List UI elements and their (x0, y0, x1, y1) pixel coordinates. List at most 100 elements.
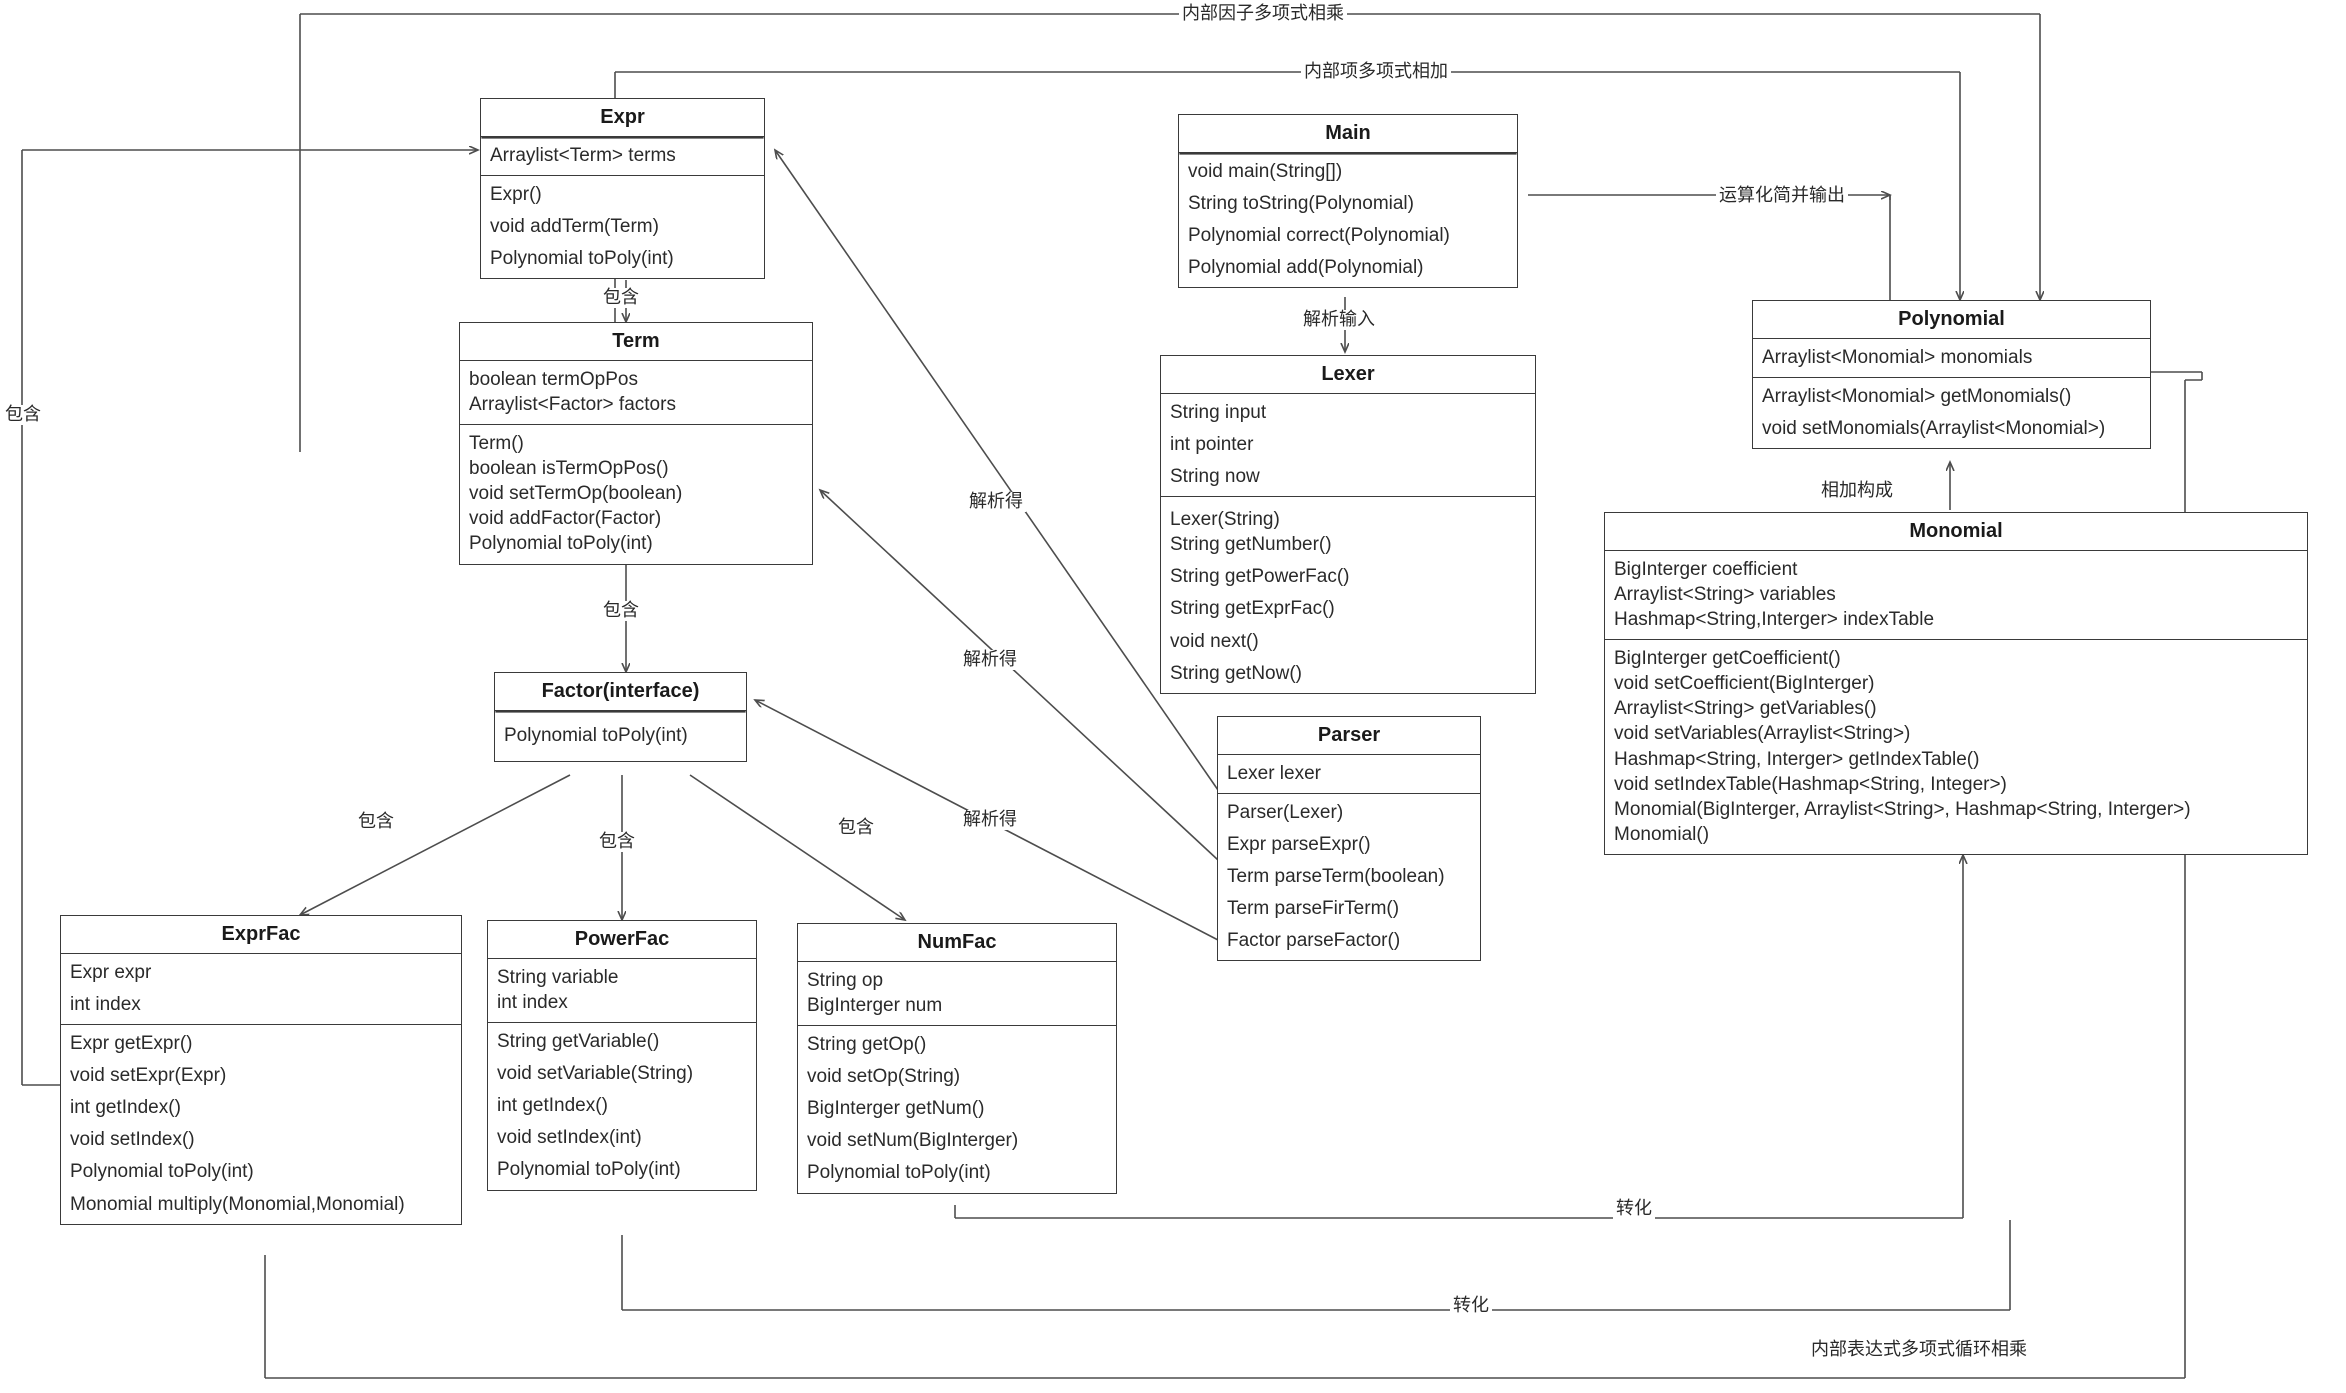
class-methods-main: void main(String[]) String toString(Poly… (1179, 153, 1517, 287)
method-row: void setOp(String) (807, 1066, 961, 1088)
class-title-term: Term (460, 323, 812, 361)
method-row: String getOp() (807, 1034, 927, 1056)
class-title-powerfac: PowerFac (488, 921, 756, 959)
method-row: String getNow() (1170, 662, 1302, 684)
method-row: Hashmap<String, Interger> getIndexTable(… (1614, 748, 1980, 770)
method-row: Expr parseExpr() (1227, 834, 1371, 856)
class-box-term[interactable]: Term boolean termOpPos Arraylist<Factor>… (459, 322, 813, 565)
class-methods-factor: Polynomial toPoly(int) (495, 711, 746, 761)
method-row: void setCoefficient(BigInterger) (1614, 673, 1875, 695)
class-box-powerfac[interactable]: PowerFac String variable int index Strin… (487, 920, 757, 1191)
class-attributes-expr: Arraylist<Term> terms (481, 137, 764, 175)
method-row: void next() (1170, 630, 1259, 652)
edge-label-convert-numfac: 转化 (1613, 1198, 1655, 1219)
class-box-factor[interactable]: Factor(interface) Polynomial toPoly(int) (494, 672, 747, 763)
edge-label-parse-input: 解析输入 (1300, 309, 1378, 330)
class-box-polynomial[interactable]: Polynomial Arraylist<Monomial> monomials… (1752, 300, 2151, 450)
method-row: BigInterger getCoefficient() (1614, 648, 1841, 670)
class-box-numfac[interactable]: NumFac String op BigInterger num String … (797, 923, 1117, 1194)
attribute-row: String op (807, 970, 884, 991)
method-row: Term parseFirTerm() (1227, 898, 1400, 920)
method-row: Monomial() (1614, 823, 1710, 845)
class-title-parser: Parser (1218, 717, 1480, 755)
method-row: Monomial(BigInterger, Arraylist<String>,… (1614, 798, 2191, 820)
class-title-expr: Expr (481, 99, 764, 137)
method-row: void setVariable(String) (497, 1063, 694, 1085)
class-box-main[interactable]: Main void main(String[]) String toString… (1178, 114, 1518, 289)
class-methods-polynomial: Arraylist<Monomial> getMonomials() void … (1753, 377, 2150, 448)
attribute-row: Arraylist<Term> terms (490, 145, 676, 166)
edge-label-add-compose: 相加构成 (1818, 480, 1896, 501)
edge-label-simplify-output: 运算化简并输出 (1716, 185, 1848, 206)
method-row: boolean isTermOpPos() (469, 458, 669, 480)
method-row: Polynomial toPoly(int) (497, 1159, 681, 1181)
attribute-row: boolean termOpPos (469, 369, 638, 390)
class-methods-parser: Parser(Lexer) Expr parseExpr() Term pars… (1218, 793, 1480, 960)
attribute-row: Arraylist<Factor> factors (469, 394, 676, 416)
class-methods-expr: Expr() void addTerm(Term) Polynomial toP… (481, 175, 764, 278)
method-row: void main(String[]) (1188, 161, 1343, 182)
edge-label-convert-powerfac: 转化 (1450, 1295, 1492, 1316)
method-row: Expr getExpr() (70, 1033, 193, 1055)
method-row: void setVariables(Arraylist<String>) (1614, 723, 1911, 745)
method-row: String getVariable() (497, 1031, 660, 1053)
attribute-row: BigInterger num (807, 995, 943, 1017)
class-methods-lexer: Lexer(String) String getNumber() String … (1161, 496, 1535, 692)
method-row: Polynomial toPoly(int) (70, 1161, 254, 1183)
class-box-exprfac[interactable]: ExprFac Expr expr int index Expr getExpr… (60, 915, 462, 1225)
class-box-parser[interactable]: Parser Lexer lexer Parser(Lexer) Expr pa… (1217, 716, 1481, 962)
edge-label-inner-expr-loop-multiply: 内部表达式多项式循环相乘 (1808, 1339, 2030, 1360)
method-row: Term parseTerm(boolean) (1227, 866, 1445, 888)
class-attributes-polynomial: Arraylist<Monomial> monomials (1753, 339, 2150, 377)
method-row: String getNumber() (1170, 534, 1332, 556)
method-row: Term() (469, 433, 524, 455)
class-attributes-exprfac: Expr expr int index (61, 954, 461, 1024)
class-attributes-monomial: BigInterger coefficient Arraylist<String… (1605, 551, 2307, 639)
method-row: Polynomial toPoly(int) (807, 1162, 991, 1184)
class-box-lexer[interactable]: Lexer String input int pointer String no… (1160, 355, 1536, 694)
attribute-row: Arraylist<Monomial> monomials (1762, 347, 2033, 368)
attribute-row: String input (1170, 402, 1267, 423)
edge-label-term-factor: 包含 (600, 600, 642, 621)
method-row: void setMonomials(Arraylist<Monomial>) (1762, 418, 2106, 440)
class-methods-monomial: BigInterger getCoefficient() void setCoe… (1605, 639, 2307, 854)
edge-label-inner-term-add: 内部项多项式相加 (1301, 61, 1451, 82)
edge-parser-term (820, 490, 1219, 861)
attribute-row: int index (70, 994, 141, 1016)
edge-parser-expr (775, 150, 1219, 791)
method-row: Arraylist<Monomial> getMonomials() (1762, 386, 2072, 408)
attribute-row: Arraylist<String> variables (1614, 584, 1836, 606)
method-row: void setIndex() (70, 1129, 195, 1151)
method-row: Expr() (490, 184, 542, 206)
method-row: void setNum(BigInterger) (807, 1130, 1019, 1152)
method-row: Parser(Lexer) (1227, 802, 1344, 824)
attribute-row: String now (1170, 466, 1260, 488)
method-row: void setIndexTable(Hashmap<String, Integ… (1614, 773, 2007, 795)
method-row: int getIndex() (497, 1095, 608, 1117)
class-box-monomial[interactable]: Monomial BigInterger coefficient Arrayli… (1604, 512, 2308, 855)
class-title-lexer: Lexer (1161, 356, 1535, 394)
edge-factor-numfac (689, 774, 905, 920)
edge-label-expr-term: 包含 (600, 287, 642, 308)
method-row: Polynomial correct(Polynomial) (1188, 225, 1450, 247)
class-title-main: Main (1179, 115, 1517, 153)
attribute-row: Hashmap<String,Interger> indexTable (1614, 609, 1935, 631)
method-row: void addTerm(Term) (490, 216, 659, 238)
method-row: String getPowerFac() (1170, 566, 1350, 588)
method-row: int getIndex() (70, 1097, 181, 1119)
method-row: BigInterger getNum() (807, 1098, 985, 1120)
method-row: Arraylist<String> getVariables() (1614, 698, 1877, 720)
method-row: void setTermOp(boolean) (469, 483, 683, 505)
attribute-row: Lexer lexer (1227, 763, 1321, 784)
edge-label-parsed-term: 解析得 (960, 649, 1020, 670)
edge-label-factor-powerfac: 包含 (596, 831, 638, 852)
class-attributes-lexer: String input int pointer String now (1161, 394, 1535, 496)
method-row: String toString(Polynomial) (1188, 193, 1414, 215)
edge-factor-exprfac (300, 774, 571, 915)
method-row: void setExpr(Expr) (70, 1065, 227, 1087)
attribute-row: String variable (497, 967, 619, 988)
class-attributes-term: boolean termOpPos Arraylist<Factor> fact… (460, 361, 812, 424)
class-box-expr[interactable]: Expr Arraylist<Term> terms Expr() void a… (480, 98, 765, 280)
class-attributes-powerfac: String variable int index (488, 959, 756, 1022)
method-row: Factor parseFactor() (1227, 930, 1401, 952)
